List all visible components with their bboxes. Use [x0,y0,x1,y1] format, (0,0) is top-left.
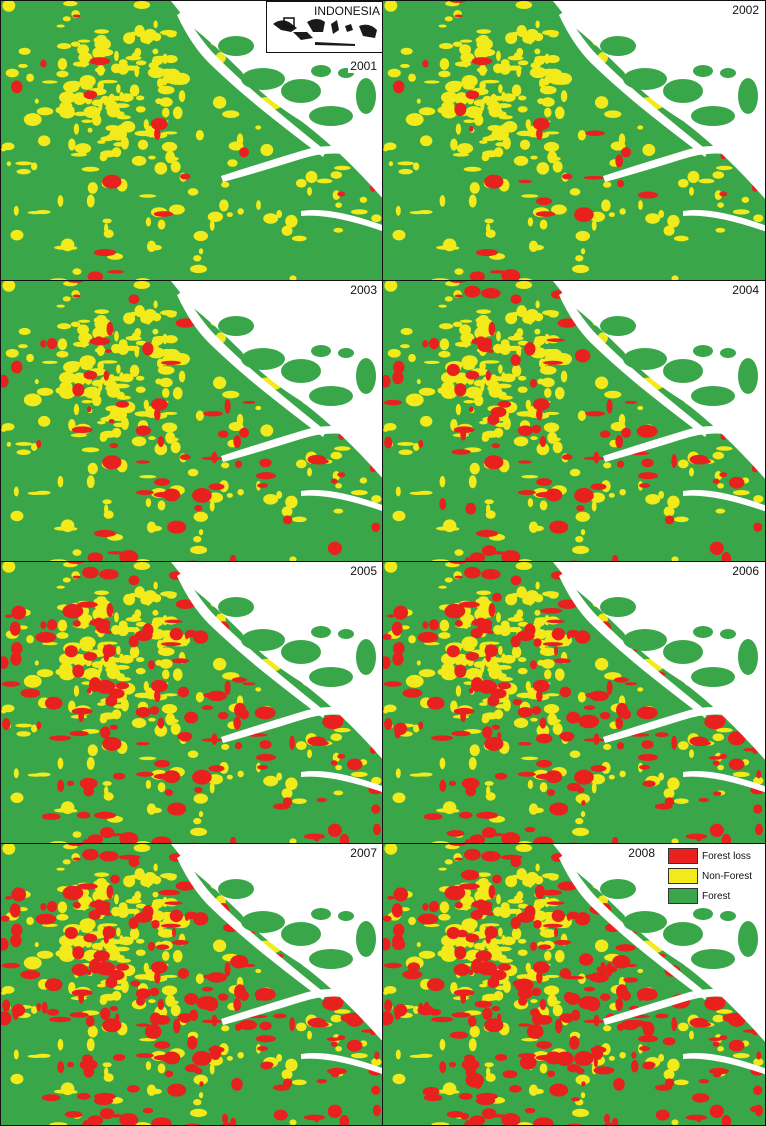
year-label: 2006 [730,564,761,578]
land-cover-map [383,562,765,844]
legend-swatch [668,848,698,864]
legend-label: Forest [701,890,732,902]
land-cover-map [1,281,383,562]
legend-item-forest-loss: Forest loss [668,848,763,864]
year-label: 2005 [348,564,379,578]
legend-swatch [668,888,698,904]
map-panel-2002: 2002 [382,0,766,282]
year-label: 2004 [730,283,761,297]
legend-item-non-forest: Non-Forest [668,868,763,884]
legend-label: Forest loss [701,850,752,862]
indonesia-locator-inset: INDONESIA [266,1,383,53]
year-label: 2008 [626,846,657,860]
legend-label: Non-Forest [701,870,754,882]
year-label: 2007 [348,846,379,860]
map-panel-2001: INDONESIA 2001 [0,0,384,282]
map-panel-2008: 2008 Forest loss Non-Forest Forest [382,843,766,1126]
map-panel-2005: 2005 [0,561,384,845]
year-label: 2003 [348,283,379,297]
legend-swatch [668,868,698,884]
indonesia-outline-icon [273,17,377,46]
land-cover-map [383,1,765,281]
legend-item-forest: Forest [668,888,763,904]
land-cover-map [1,562,383,844]
land-cover-map [1,844,383,1125]
map-panel-2007: 2007 [0,843,384,1126]
map-panel-2004: 2004 [382,280,766,563]
inset-title: INDONESIA [313,4,380,18]
year-label: 2002 [730,3,761,17]
year-label: 2001 [348,59,379,73]
land-cover-map [383,281,765,562]
map-panel-2003: 2003 [0,280,384,563]
map-legend: Forest loss Non-Forest Forest [668,848,763,908]
map-panel-2006: 2006 [382,561,766,845]
